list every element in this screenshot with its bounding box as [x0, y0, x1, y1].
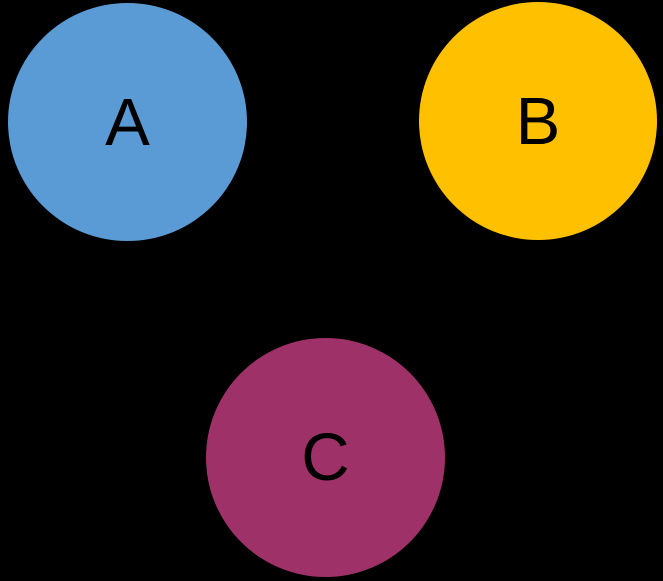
- circle-a-label: A: [105, 84, 150, 160]
- circle-b-label: B: [515, 83, 561, 159]
- circle-c-label: C: [301, 420, 350, 495]
- circle-a[interactable]: A: [8, 3, 247, 241]
- circle-c[interactable]: C: [206, 338, 445, 577]
- circle-b[interactable]: B: [419, 2, 657, 240]
